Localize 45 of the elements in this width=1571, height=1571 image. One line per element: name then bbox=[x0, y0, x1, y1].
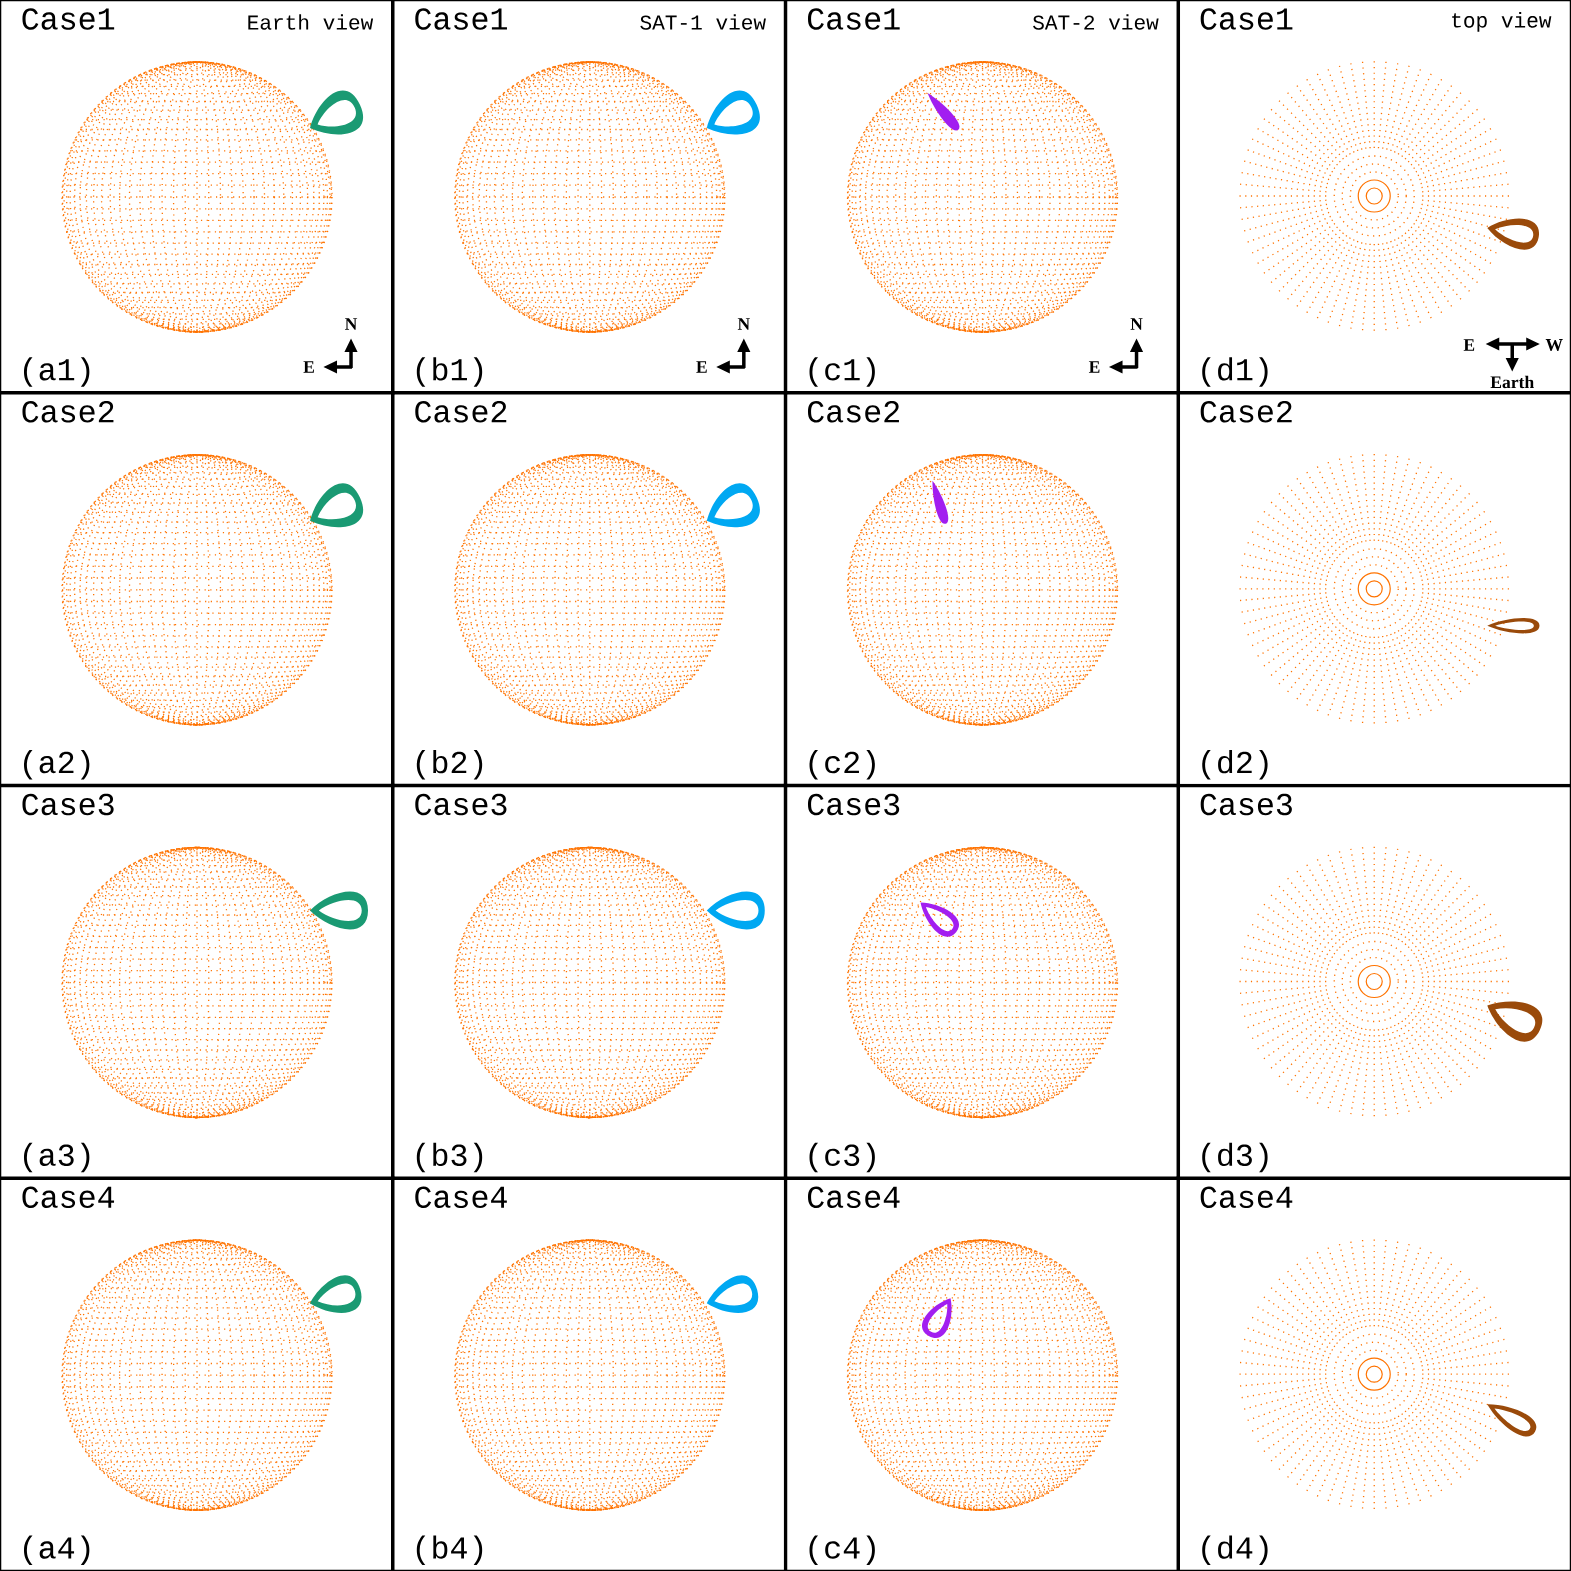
panel-label: (d1) bbox=[1202, 357, 1268, 387]
compass-letter: E bbox=[1463, 339, 1475, 351]
compass-letter: Earth bbox=[1490, 375, 1534, 389]
case-title: Case3 bbox=[1200, 793, 1292, 816]
panel-label: (b1) bbox=[416, 357, 483, 387]
panel-label: (c3) bbox=[809, 1142, 875, 1173]
panel-label: (a4) bbox=[24, 1535, 90, 1565]
compass-letter: E bbox=[696, 361, 707, 373]
case-title: Case2 bbox=[1200, 401, 1292, 423]
case-title: Case2 bbox=[808, 401, 899, 423]
view-label: SAT-2 view bbox=[1033, 14, 1159, 30]
panel-label: (b2) bbox=[416, 750, 483, 780]
panel-label: (a3) bbox=[24, 1142, 90, 1173]
case-title: Case1 bbox=[808, 8, 900, 30]
compass-letter: N bbox=[737, 318, 750, 330]
view-label: top view bbox=[1452, 12, 1552, 32]
panel-label: (b3) bbox=[416, 1142, 483, 1173]
case-title: Case4 bbox=[415, 1186, 507, 1208]
case-title: Case4 bbox=[22, 1186, 115, 1208]
case-title: Case4 bbox=[808, 1186, 900, 1208]
panel-label: (a2) bbox=[24, 750, 90, 780]
panel-label: (c1) bbox=[809, 357, 875, 387]
view-label: Earth view bbox=[248, 14, 374, 30]
case-title: Case1 bbox=[1200, 8, 1293, 30]
compass-letter: E bbox=[1088, 361, 1100, 373]
panel-label: (b4) bbox=[416, 1535, 483, 1565]
case-title: Case3 bbox=[808, 793, 900, 816]
panel-label: (d4) bbox=[1202, 1535, 1268, 1565]
view-label: SAT-1 view bbox=[640, 14, 766, 30]
panel-label: (a1) bbox=[24, 357, 90, 387]
case-title: Case1 bbox=[415, 8, 507, 30]
case-title: Case2 bbox=[22, 401, 114, 423]
case-title: Case1 bbox=[22, 8, 115, 30]
panel-label: (c4) bbox=[809, 1535, 875, 1565]
case-title: Case3 bbox=[415, 793, 507, 816]
case-title: Case4 bbox=[1200, 1186, 1293, 1208]
compass-letter: N bbox=[345, 318, 358, 330]
case-title: Case3 bbox=[22, 793, 114, 816]
compass-letter: N bbox=[1130, 318, 1143, 330]
panel-label: (d3) bbox=[1202, 1142, 1268, 1173]
panel-label: (d2) bbox=[1202, 750, 1268, 780]
panel-label: (c2) bbox=[809, 750, 875, 780]
case-title: Case2 bbox=[415, 401, 507, 423]
compass-letter: E bbox=[303, 361, 314, 373]
compass-letter: W bbox=[1545, 339, 1563, 351]
